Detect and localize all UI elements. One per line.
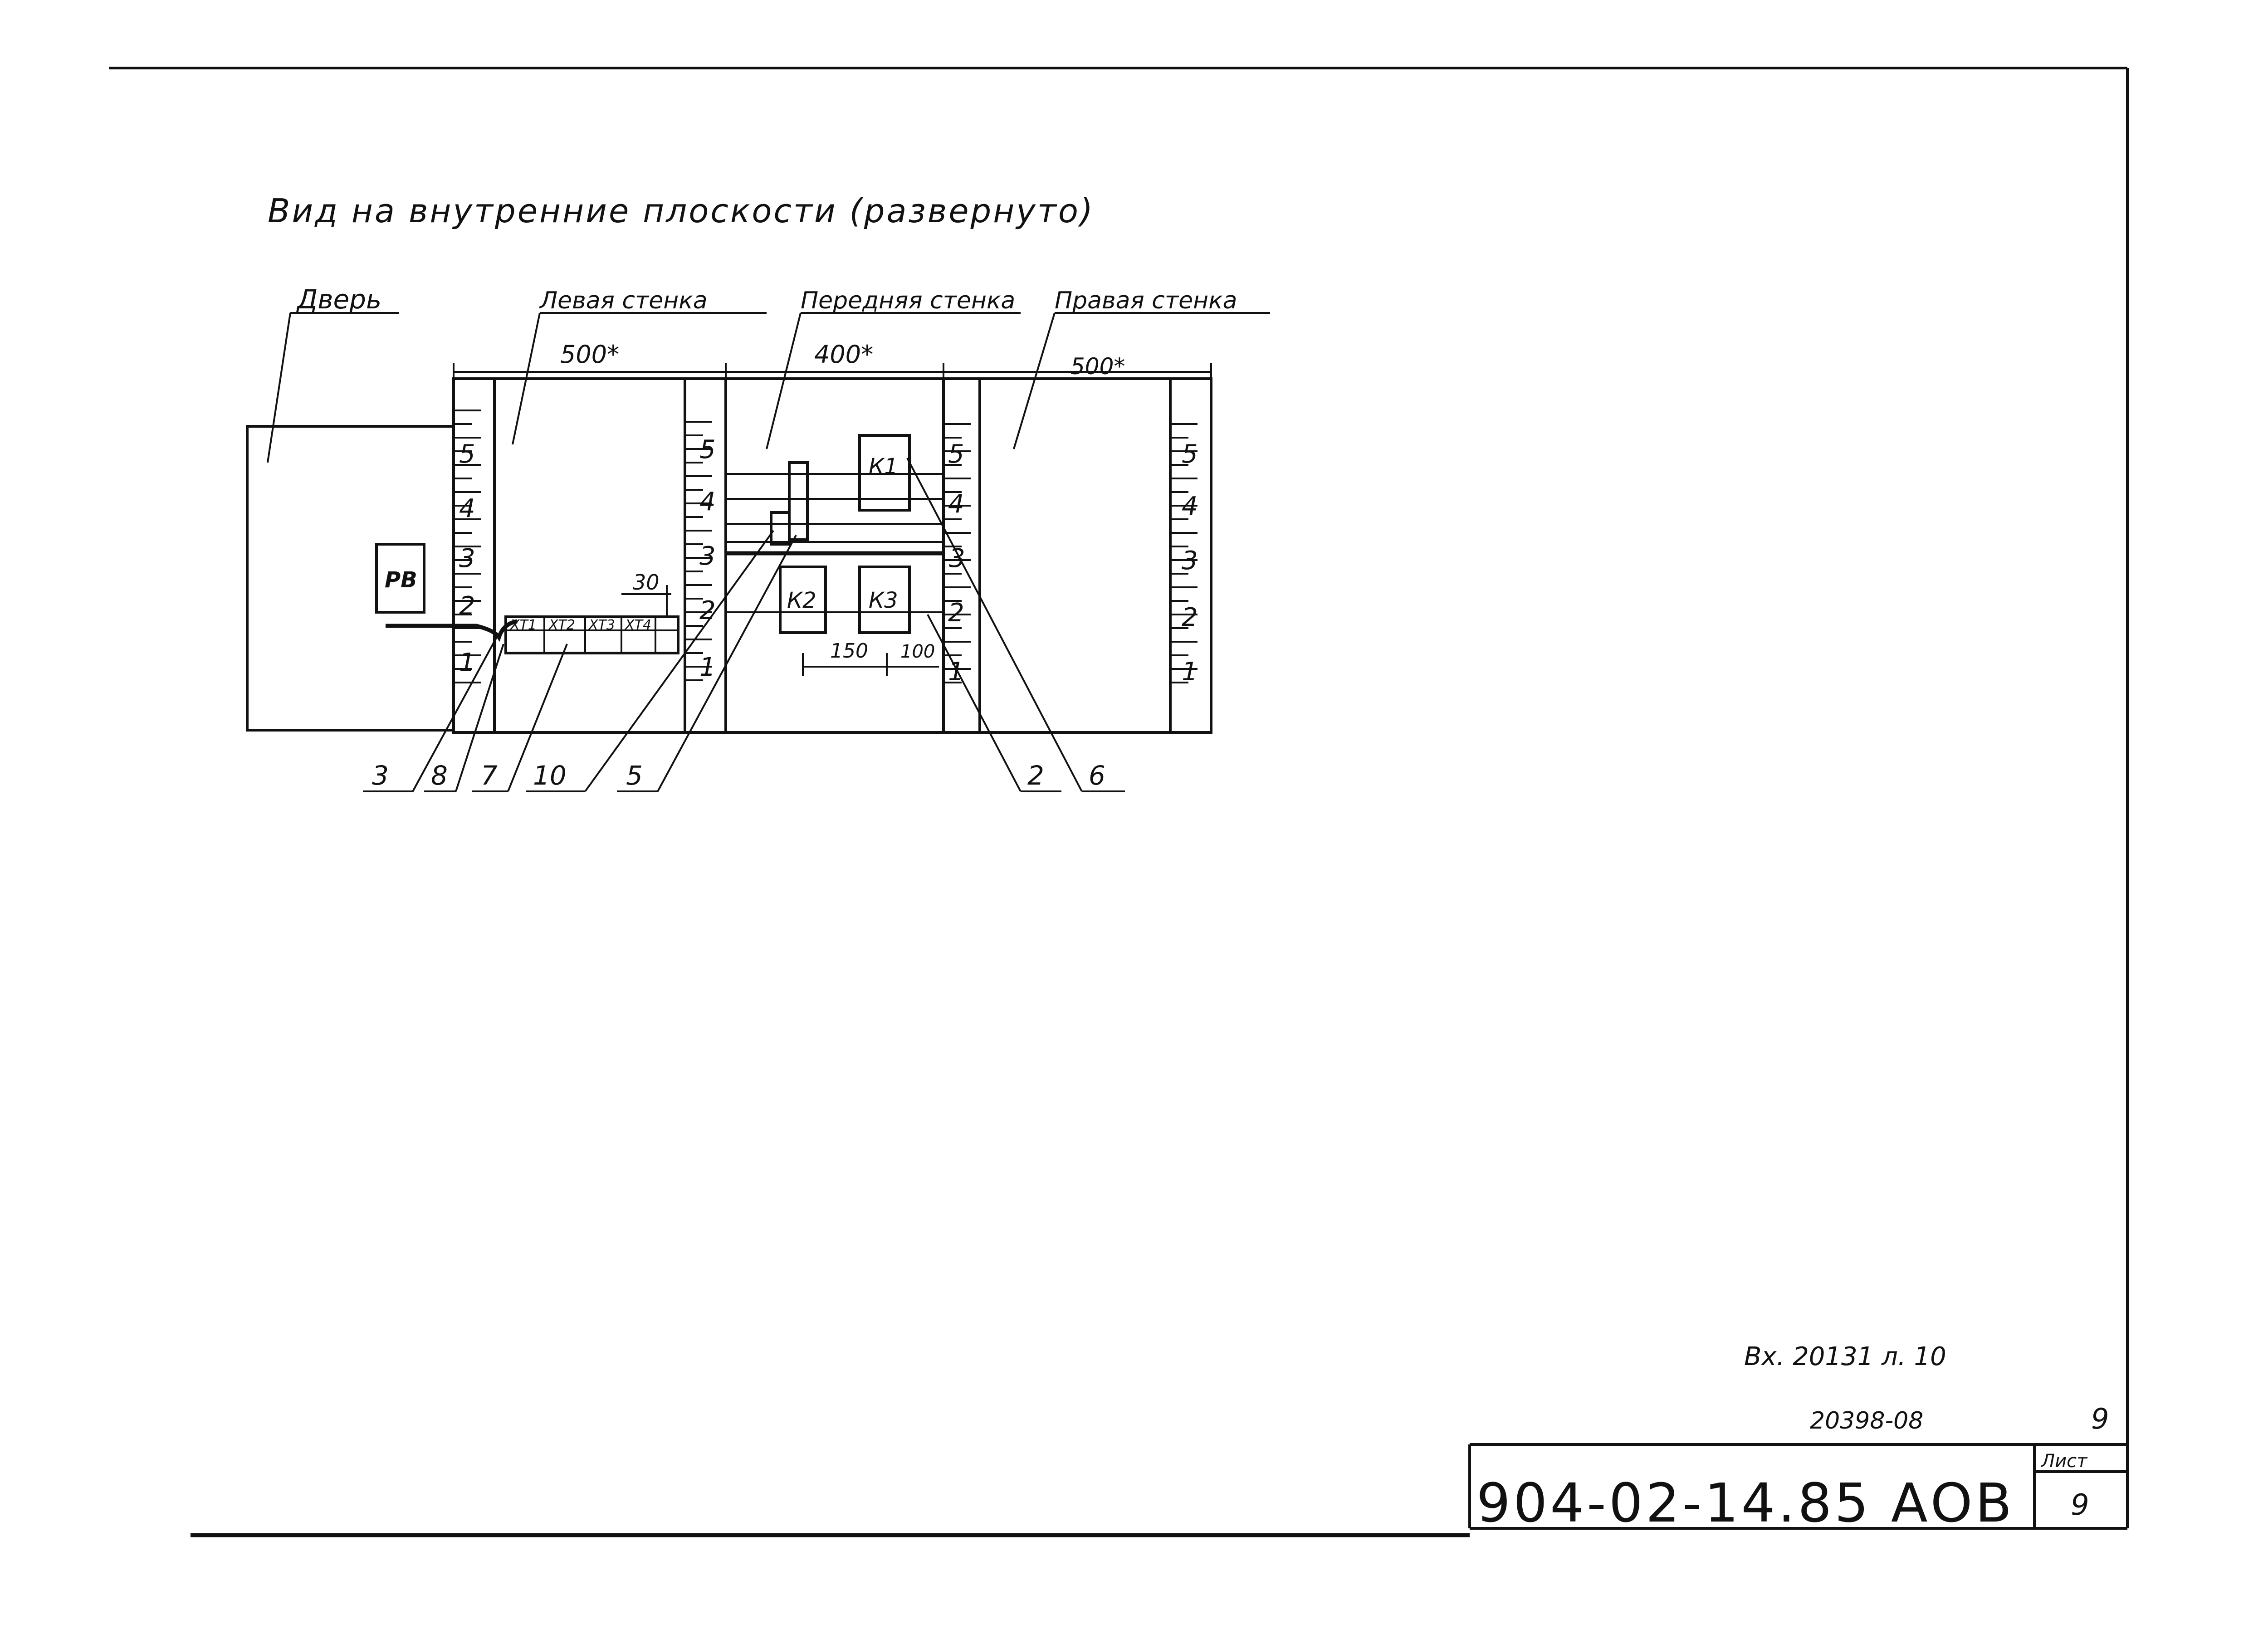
scale-mark-5: 5	[459, 439, 475, 469]
k3-offset-dim: 100	[900, 641, 935, 662]
scale-front-wall-right: 5 4 3 2 1	[943, 423, 971, 687]
k3-label: К3	[869, 588, 898, 613]
k1-label: К1	[869, 454, 898, 479]
front-width-dim: 400*	[814, 340, 873, 369]
callouts: 3 8 7 10 5 2 6	[363, 458, 1125, 792]
scale-left-wall-inner: 5 4 3 2 1	[685, 421, 716, 682]
title-block: Вх. 20131 л. 10 20398-08 9 904-02-14.85 …	[1468, 1342, 2127, 1534]
callout-3: 3	[372, 760, 389, 791]
xt3-label: XT3	[588, 617, 615, 633]
k1-relay	[858, 434, 911, 512]
k3-relay	[858, 566, 911, 634]
door-panel: РВ	[246, 425, 454, 732]
callout-6: 6	[1089, 760, 1105, 791]
scale-mark-4: 4	[948, 489, 964, 519]
right-wall-label: Правая стенка	[1055, 287, 1237, 314]
scale-mark-2: 2	[459, 591, 475, 621]
terminal-block: XT1 XT2 XT3 XT4 30	[386, 570, 679, 654]
k2-k3-spacing-dim: 150	[830, 639, 868, 663]
sheet-label: Лист	[2040, 1451, 2088, 1472]
scale-mark-2: 2	[1182, 603, 1198, 632]
scale-mark-4: 4	[1182, 492, 1198, 521]
scale-mark-5: 5	[699, 435, 716, 464]
scale-right-wall-outer: 5 4 3 2 1	[1170, 423, 1198, 687]
k2-label: К2	[787, 588, 816, 613]
small-device-lower	[770, 511, 791, 546]
terminal-offset-dim: 30	[633, 570, 660, 595]
scale-mark-1: 1	[459, 648, 475, 678]
scale-mark-1: 1	[1182, 657, 1198, 687]
scale-mark-4: 4	[459, 494, 475, 523]
scale-mark-3: 3	[459, 544, 475, 573]
k2-relay	[779, 566, 827, 634]
left-wall-label: Левая стенка	[539, 287, 708, 314]
enclosure-outline	[452, 377, 1212, 734]
left-width-dim: 500*	[560, 340, 619, 369]
xt1-label: XT1	[509, 617, 537, 633]
xt2-label: XT2	[548, 617, 575, 633]
right-width-dim: 500*	[1070, 353, 1125, 380]
callout-5: 5	[626, 760, 643, 791]
callout-2: 2	[1027, 760, 1044, 791]
small-device-upper	[788, 461, 809, 541]
scale-mark-1: 1	[948, 657, 964, 687]
incoming-cable	[386, 619, 518, 642]
xt4-label: XT4	[624, 617, 651, 633]
sheet-frame	[109, 67, 2129, 1537]
scale-mark-1: 1	[699, 653, 716, 682]
sheet-number: 9	[2071, 1488, 2089, 1522]
front-wall-label: Передняя стенка	[801, 287, 1015, 314]
callout-7: 7	[481, 760, 498, 791]
rv-label: РВ	[385, 567, 417, 593]
scale-mark-4: 4	[699, 487, 716, 517]
scale-mark-3: 3	[699, 541, 716, 571]
callout-10: 10	[533, 760, 567, 791]
scale-mark-5: 5	[1182, 439, 1198, 469]
front-wall-components: К1 К2 К3 150 100	[726, 434, 943, 676]
document-code: 904-02-14.85 АОВ	[1476, 1472, 2014, 1534]
scale-mark-2: 2	[948, 598, 964, 628]
scale-mark-5: 5	[948, 439, 964, 469]
archive-number: 20398-08	[1810, 1407, 1923, 1434]
sheet-corner-number: 9	[2091, 1402, 2109, 1435]
scale-mark-3: 3	[1182, 546, 1198, 576]
inbound-registration: Вх. 20131 л. 10	[1744, 1342, 1946, 1371]
scale-left-wall-outer: 5 4 3 2 1	[454, 410, 481, 683]
width-dimensions: 500* 400* 500*	[453, 340, 1212, 399]
scale-mark-3: 3	[949, 544, 965, 573]
door-label: Дверь	[296, 284, 381, 315]
drawing-title: Вид на внутренние плоскости (развернуто)	[268, 192, 1095, 230]
callout-8: 8	[431, 760, 448, 791]
rv-box	[375, 543, 425, 614]
